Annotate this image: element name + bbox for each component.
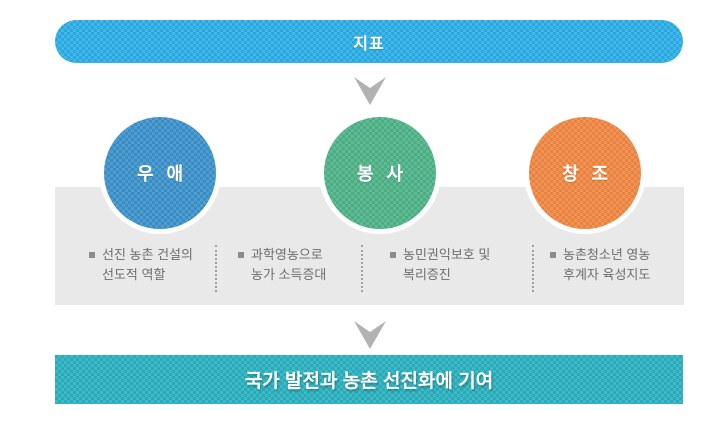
list-item-friendship: 선진 농촌 건설의 선도적 역할	[89, 245, 193, 285]
header-label: 지표	[353, 35, 385, 53]
header-banner: 지표	[55, 20, 683, 63]
bullet-square-icon	[550, 252, 556, 258]
down-arrow-icon	[354, 321, 386, 349]
circle-friendship-label: 우 애	[136, 164, 188, 184]
down-arrow-icon	[354, 77, 386, 105]
list-item-text: 선진 농촌 건설의 선도적 역할	[102, 247, 193, 282]
circle-friendship: 우 애	[99, 112, 221, 234]
column-divider	[215, 245, 217, 292]
circle-service: 봉 사	[319, 112, 441, 234]
list-item-text: 농민권익보호 및 복리증진	[403, 247, 491, 282]
column-divider	[361, 245, 363, 292]
list-item-service: 과학영농으로 농가 소득증대	[238, 245, 326, 285]
footer-banner: 국가 발전과 농촌 선진화에 기여	[55, 355, 683, 404]
column-divider	[532, 245, 534, 292]
bullet-square-icon	[89, 252, 95, 258]
circle-creation: 창 조	[524, 112, 646, 234]
list-item-rights: 농민권익보호 및 복리증진	[390, 245, 490, 285]
circle-creation-label: 창 조	[561, 164, 613, 184]
bullet-square-icon	[390, 252, 396, 258]
circle-service-label: 봉 사	[356, 164, 408, 184]
list-item-text: 농촌청소년 영농 후계자 육성지도	[563, 247, 651, 282]
bullet-square-icon	[238, 252, 244, 258]
list-item-text: 과학영농으로 농가 소득증대	[251, 247, 327, 282]
footer-label: 국가 발전과 농촌 선진화에 기여	[244, 371, 494, 392]
list-item-youth: 농촌청소년 영농 후계자 육성지도	[550, 245, 650, 285]
